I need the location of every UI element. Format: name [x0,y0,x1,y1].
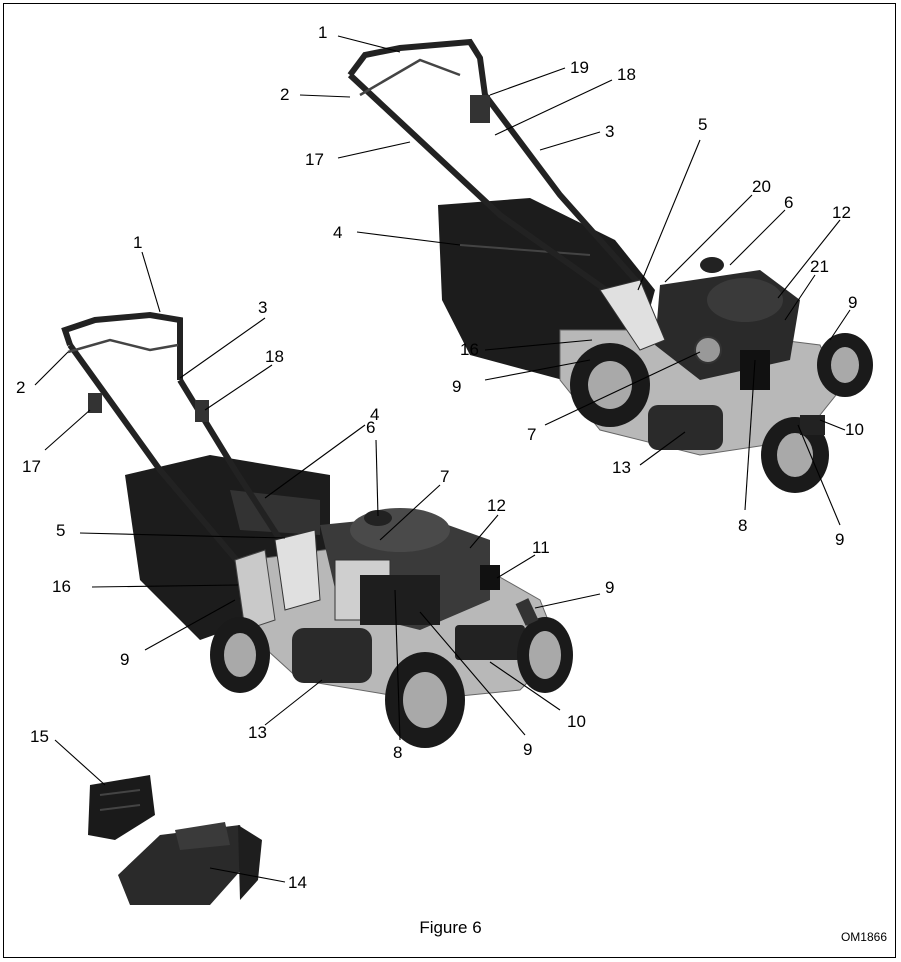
callout-label: 9 [848,293,857,312]
callout-label: 9 [452,377,461,396]
callout-label: 9 [523,740,532,759]
callout-label: 9 [120,650,129,669]
figure-code: OM1866 [841,930,887,944]
mower-top-illustration [350,42,873,493]
callout-label: 14 [288,873,307,892]
callout-label: 15 [30,727,49,746]
callout-label: 1 [133,233,142,252]
callout-label: 8 [738,516,747,535]
callout-label: 19 [570,58,589,77]
callout-label: 4 [333,223,342,242]
callout-label: 17 [22,457,41,476]
callout-label: 18 [265,347,284,366]
callout-label: 21 [810,257,829,276]
side-discharge-chute-illustration [118,822,262,905]
callout-label: 13 [612,458,631,477]
callout-label: 6 [784,193,793,212]
callout-label: 8 [393,743,402,762]
callout-label: 17 [305,150,324,169]
callout-label: 9 [835,530,844,549]
callout-label: 5 [56,521,65,540]
callout-label: 5 [698,115,707,134]
callout-label: 13 [248,723,267,742]
callout-label: 20 [752,177,771,196]
mulch-plug-illustration [88,775,155,840]
callout-label: 10 [567,712,586,731]
callout-label: 11 [532,538,550,557]
callout-label: 6 [366,418,375,437]
figure-caption: Figure 6 [0,918,901,938]
callout-label: 16 [460,340,479,359]
callout-label: 2 [280,85,289,104]
callout-label: 18 [617,65,636,84]
callout-label: 12 [487,496,506,515]
callout-label: 9 [605,578,614,597]
callout-labels: 1 2 17 19 18 3 5 20 6 12 21 9 4 16 9 7 1… [16,23,864,892]
callout-label: 7 [440,467,449,486]
callout-label: 12 [832,203,851,222]
callout-label: 1 [318,23,327,42]
callout-label: 10 [845,420,864,439]
callout-label: 2 [16,378,25,397]
callout-label: 7 [527,425,536,444]
callout-label: 16 [52,577,71,596]
callout-label: 3 [605,122,614,141]
callout-label: 3 [258,298,267,317]
